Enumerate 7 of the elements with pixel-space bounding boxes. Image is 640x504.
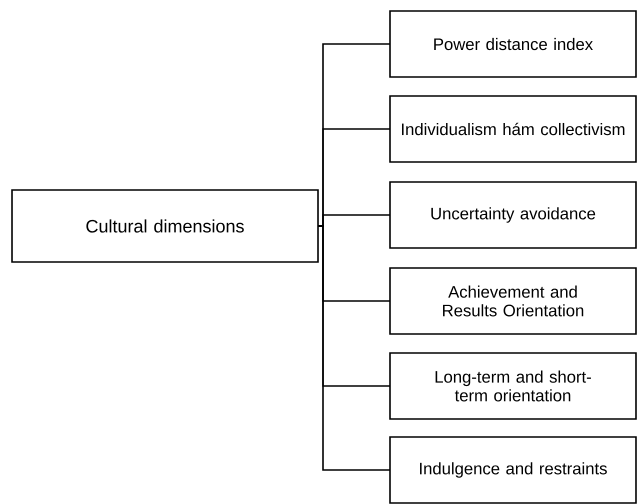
dimension-box: Long-term and short-term orientation (389, 352, 637, 420)
root-box: Cultural dimensions (11, 189, 319, 263)
dimension-box: Achievement and Results Orientation (389, 267, 637, 335)
dimension-box: Individualism hám collectivism (389, 95, 637, 163)
dimension-box: Indulgence and restraints (389, 436, 637, 504)
dimension-box: Power distance index (389, 10, 637, 78)
dimension-box: Uncertainty avoidance (389, 181, 637, 249)
